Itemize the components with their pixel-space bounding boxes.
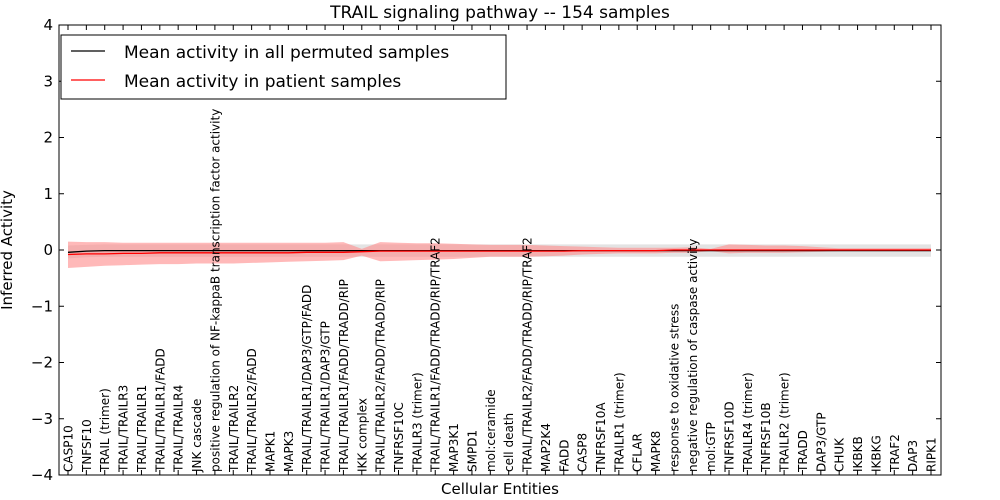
x-tick-label-30: TRAILR1 (trimer) [612, 372, 626, 473]
x-tick-label-29: TNFRSF10A [594, 402, 608, 473]
x-tick-label-39: TRAILR2 (trimer) [778, 372, 792, 473]
x-tick-label-3: TRAIL/TRAILR3 [117, 385, 131, 473]
y-tick-label-3: −1 [31, 297, 53, 315]
x-tick-label-32: MAPK8 [649, 431, 663, 472]
x-tick-label-19: TRAILR3 (trimer) [410, 372, 424, 473]
x-tick-label-6: TRAIL/TRAILR4 [172, 385, 186, 473]
x-tick-label-5: TRAIL/TRAILR1/FADD [153, 348, 167, 473]
x-tick-label-22: SMPD1 [465, 430, 479, 472]
x-tick-label-37: TRAILR4 (trimer) [741, 372, 755, 473]
y-tick-label-5: 1 [43, 185, 53, 203]
y-tick-label-6: 2 [43, 129, 53, 147]
x-tick-label-43: IKBKB [851, 436, 865, 472]
legend: Mean activity in all permuted samples Me… [60, 34, 507, 100]
x-tick-label-47: RIPK1 [925, 437, 939, 472]
x-tick-label-20: TRAIL/TRAILR1/FADD/TRADD/RIP/TRAF2 [429, 237, 443, 473]
x-tick-label-35: mol:GTP [704, 422, 718, 472]
x-tick-label-33: response to oxidative stress [667, 304, 681, 472]
x-tick-label-24: cell death [502, 413, 516, 472]
x-tick-label-12: MAPK3 [282, 431, 296, 472]
x-tick-label-25: TRAIL/TRAILR2/FADD/TRADD/RIP/TRAF2 [521, 237, 535, 473]
y-tick-label-2: −2 [31, 354, 53, 372]
x-tick-label-13: TRAIL/TRAILR1/DAP3/GTP/FADD [300, 285, 314, 473]
x-tick-label-34: negative regulation of caspase activity [686, 239, 700, 472]
x-tick-label-46: DAP3 [906, 440, 920, 472]
x-tick-label-26: MAP2K4 [539, 423, 553, 472]
x-tick-label-42: CHUK [833, 437, 847, 472]
x-tick-label-18: TNFRSF10C [392, 402, 406, 473]
x-tick-label-1: TNFSF10 [80, 419, 94, 473]
x-tick-label-15: TRAIL/TRAILR1/FADD/TRADD/RIP [337, 279, 351, 473]
y-tick-label-0: −4 [31, 466, 53, 484]
x-tick-label-31: CFLAR [631, 433, 645, 472]
x-tick-label-40: TRADD [796, 430, 810, 473]
series-band-1 [68, 241, 931, 268]
y-tick-label-1: −3 [31, 410, 53, 428]
x-tick-label-41: DAP3/GTP [814, 412, 828, 472]
x-tick-label-38: TNFRSF10B [759, 402, 773, 473]
x-tick-label-2: TRAIL (trimer) [98, 388, 112, 473]
x-axis-label: Cellular Entities [441, 480, 559, 498]
chart-title: TRAIL signaling pathway -- 154 samples [329, 3, 670, 23]
legend-label-patient: Mean activity in patient samples [124, 72, 401, 92]
x-tick-label-45: TRAF2 [888, 434, 902, 473]
x-tick-label-4: TRAIL/TRAILR1 [135, 385, 149, 473]
x-tick-label-36: TNFRSF10D [723, 401, 737, 473]
x-tick-label-17: TRAIL/TRAILR2/FADD/TRADD/RIP [374, 279, 388, 473]
y-axis-label: Inferred Activity [0, 190, 16, 310]
x-tick-label-7: JNK cascade [190, 399, 204, 473]
x-tick-label-44: IKBKG [869, 435, 883, 472]
x-tick-label-27: FADD [557, 440, 571, 473]
x-tick-label-14: TRAIL/TRAILR1/DAP3/GTP [319, 321, 333, 473]
legend-box [60, 34, 507, 100]
x-tick-label-28: CASP8 [576, 433, 590, 472]
y-tick-label-8: 4 [43, 16, 53, 34]
y-tick-label-7: 3 [43, 72, 53, 90]
x-tick-label-0: CASP10 [62, 425, 76, 472]
x-tick-label-23: mol:ceramide [484, 389, 498, 472]
x-tick-label-8: positive regulation of NF-kappaB transcr… [208, 109, 222, 472]
legend-label-permuted: Mean activity in all permuted samples [124, 43, 449, 63]
x-tick-label-10: TRAIL/TRAILR2/FADD [245, 348, 259, 473]
x-tick-label-21: MAP3K1 [447, 423, 461, 472]
series-line-1 [67, 249, 931, 256]
x-tick-label-16: IKK complex [355, 398, 369, 472]
x-tick-label-11: MAPK1 [263, 431, 277, 472]
x-tick-label-9: TRAIL/TRAILR2 [227, 385, 241, 473]
y-tick-label-4: 0 [43, 241, 53, 259]
